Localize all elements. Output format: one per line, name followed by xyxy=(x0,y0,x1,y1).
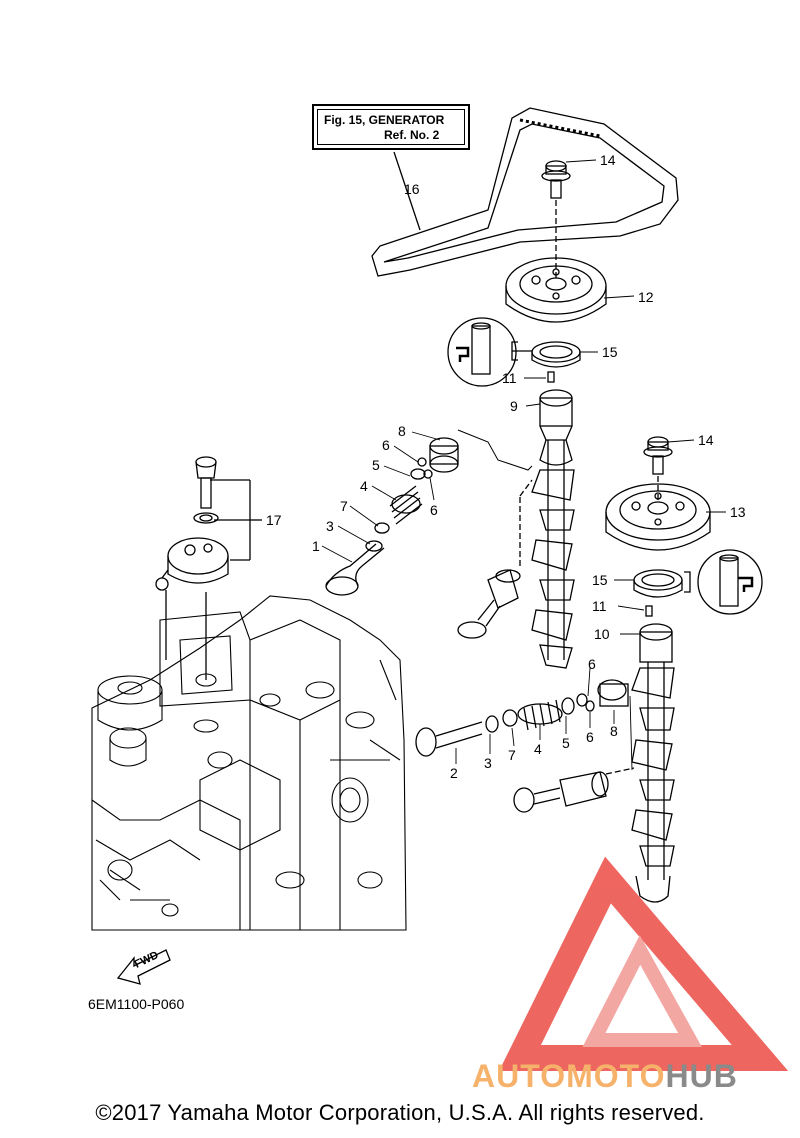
part-label-12: 12 xyxy=(638,289,654,305)
dowel-pin-11-right xyxy=(645,605,653,617)
diagram-code: 6EM1100-P060 xyxy=(88,996,185,1012)
part-label-8-top: 8 xyxy=(398,423,406,439)
copyright-notice: ©2017 Yamaha Motor Corporation, U.S.A. A… xyxy=(95,1100,705,1125)
camshaft-9 xyxy=(531,389,575,669)
part-label-5-lower: 5 xyxy=(562,735,570,751)
part-label-5-top: 5 xyxy=(372,457,380,473)
part-label-14-right: 14 xyxy=(698,432,714,448)
camshaft-sprocket-13 xyxy=(605,483,711,551)
dowel-pin-11-top xyxy=(547,371,555,383)
oil-seal-15-top xyxy=(531,341,581,368)
part-label-7-top: 7 xyxy=(340,498,348,514)
part-label-6-top-a: 6 xyxy=(382,437,390,453)
part-label-6-top-b: 6 xyxy=(430,502,438,518)
valve-train-lower xyxy=(415,679,629,757)
part-label-3-lower: 3 xyxy=(484,755,492,771)
part-label-4-lower: 4 xyxy=(534,741,542,757)
grease-callout-right xyxy=(684,549,763,615)
watermark-logo xyxy=(499,856,789,1071)
reference-box-inner: Fig. 15, GENERATOR Ref. No. 2 xyxy=(317,109,465,145)
engine-block xyxy=(91,595,407,931)
part-label-15-top: 15 xyxy=(602,344,618,360)
forward-arrow-icon xyxy=(116,949,171,985)
part-label-2: 2 xyxy=(450,765,458,781)
belt-tensioner-17 xyxy=(155,456,262,680)
valve-train-top xyxy=(325,429,533,596)
bolt-14-top xyxy=(541,160,571,278)
watermark-brand-part2: HUB xyxy=(665,1058,738,1094)
part-label-1: 1 xyxy=(312,538,320,554)
part-label-13: 13 xyxy=(730,504,746,520)
part-label-11-top: 11 xyxy=(502,370,517,386)
camshaft-10 xyxy=(631,623,675,903)
reference-title: Fig. 15, GENERATOR xyxy=(324,113,445,127)
callout-leaders xyxy=(321,159,726,771)
installed-valve-lower xyxy=(513,767,635,813)
grease-callout-top xyxy=(447,317,532,387)
belt-leader xyxy=(393,151,421,231)
watermark-brand-part1: AUTOMOTO xyxy=(472,1058,666,1094)
part-label-14-top: 14 xyxy=(600,152,616,168)
reference-number: Ref. No. 2 xyxy=(384,128,440,142)
part-label-11-right: 11 xyxy=(592,598,607,614)
watermark-brand: AUTOMOTOHUB xyxy=(472,1058,738,1095)
camshaft-sprocket-12 xyxy=(505,257,607,323)
part-label-17: 17 xyxy=(266,512,282,528)
installed-valve-top xyxy=(457,479,533,639)
part-label-16: 16 xyxy=(404,181,420,197)
part-label-7-lower: 7 xyxy=(508,747,516,763)
oil-seal-15-right xyxy=(633,569,683,598)
reference-box: Fig. 15, GENERATOR Ref. No. 2 xyxy=(312,104,470,150)
part-label-4-top: 4 xyxy=(360,478,368,494)
part-label-9: 9 xyxy=(510,398,518,414)
part-label-6-lower-a: 6 xyxy=(588,656,596,672)
part-label-10: 10 xyxy=(594,626,610,642)
part-label-15-right: 15 xyxy=(592,572,608,588)
part-label-6-lower-b: 6 xyxy=(586,729,594,745)
timing-belt xyxy=(371,107,679,277)
part-label-3-top: 3 xyxy=(326,518,334,534)
part-label-8-lower: 8 xyxy=(610,723,618,739)
